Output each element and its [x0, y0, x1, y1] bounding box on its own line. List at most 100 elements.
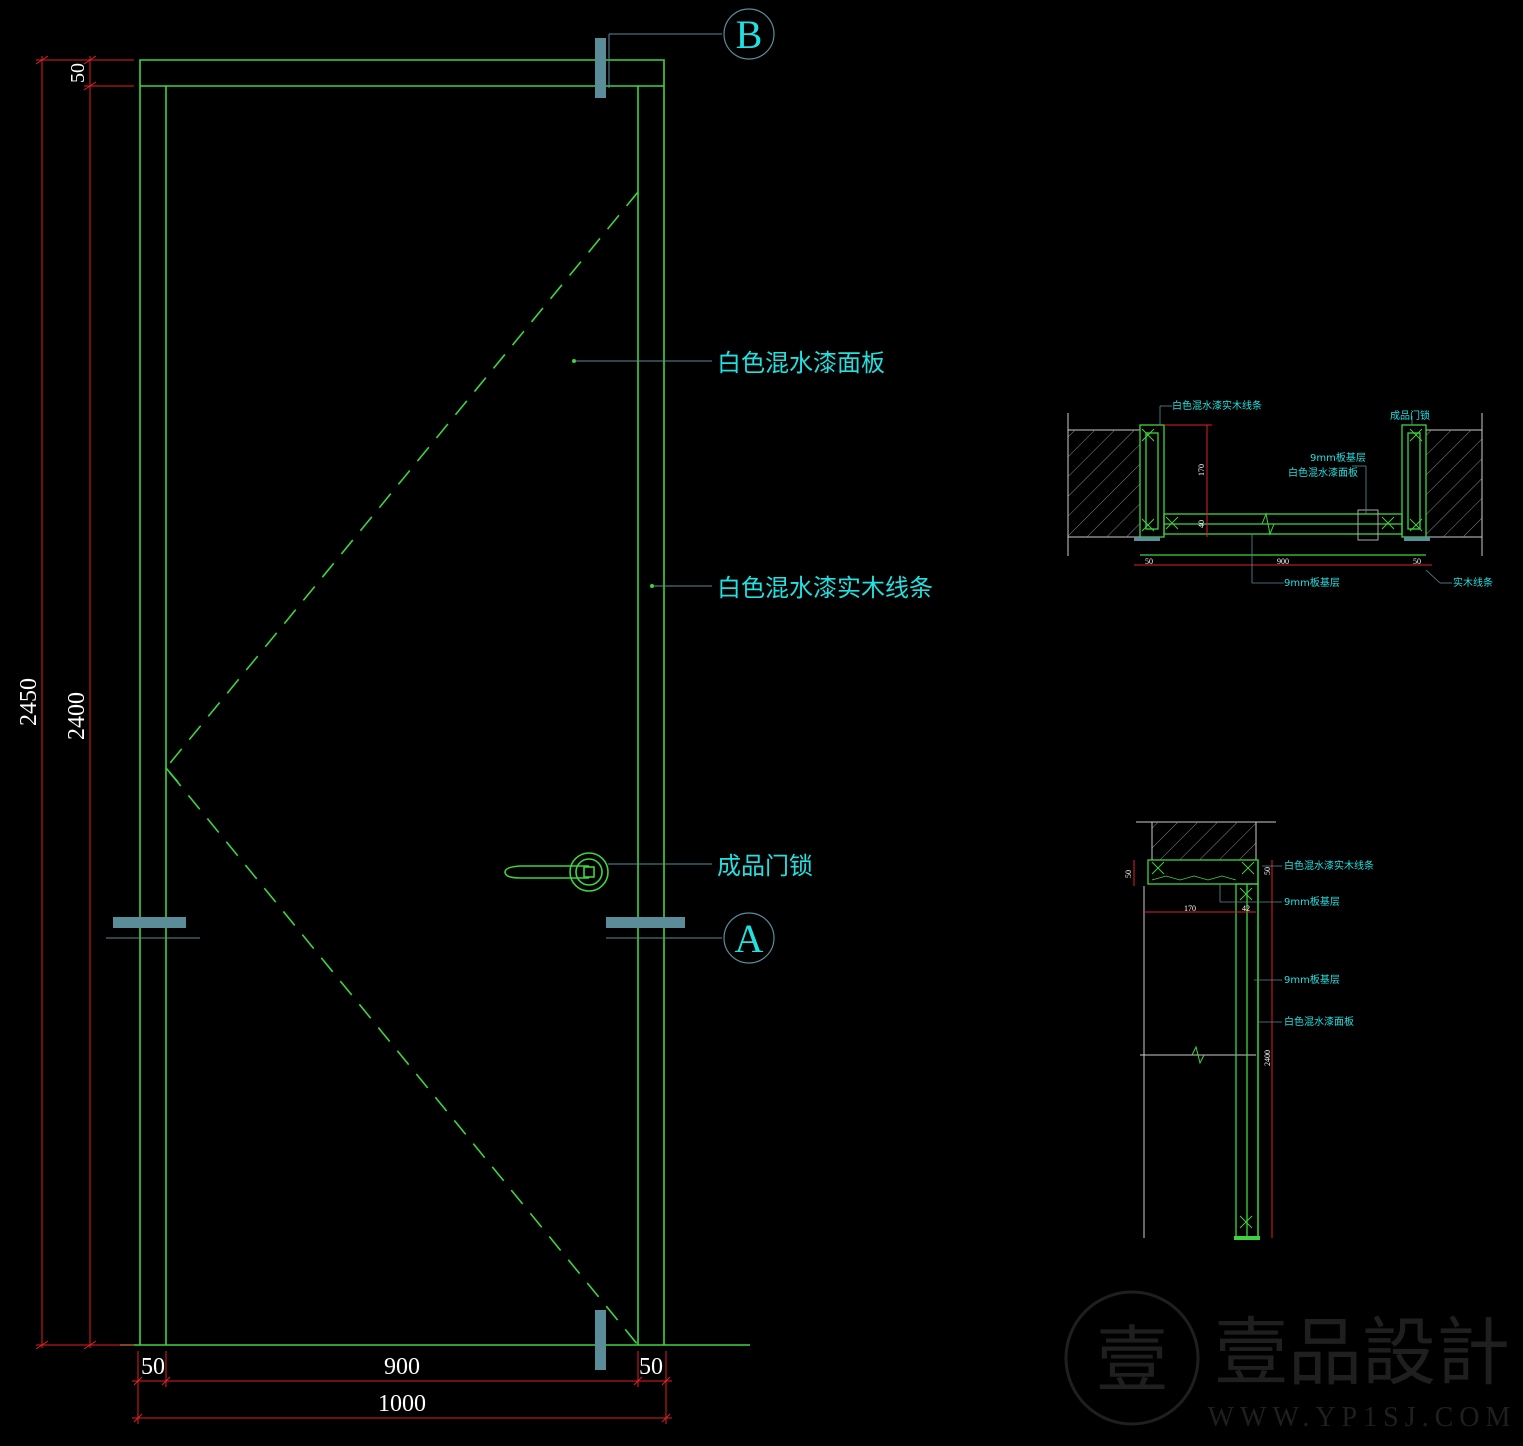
leaf-outline — [165, 85, 639, 1345]
plan-label-bottom-base: 9mm板基层 — [1284, 576, 1340, 589]
marker-a-circle — [723, 912, 775, 964]
plan-x-5b — [1409, 428, 1423, 442]
dim-right-frame: 50 — [639, 1354, 663, 1380]
lock-rose-inner — [575, 858, 603, 886]
door-elevation — [120, 59, 750, 1346]
vsec-board — [1151, 875, 1237, 881]
label-panel: 白色混水漆面板 — [717, 349, 885, 377]
vsec-dim-thick: 42 — [1242, 904, 1250, 913]
lock-lever — [504, 865, 589, 879]
section-marker-a: A — [723, 912, 775, 964]
plan-label-top-left: 白色混水漆实木线条 — [1172, 399, 1262, 412]
dim-total-width: 1000 — [378, 1391, 426, 1417]
plan-x-6b — [1141, 428, 1155, 442]
hinge-mid-left — [113, 917, 186, 928]
tick-9 — [661, 1376, 671, 1386]
plan-label-mid-base: 9mm板基层 — [1310, 451, 1366, 464]
hinge-bottom — [595, 1310, 606, 1370]
dim-leaf-width: 900 — [384, 1354, 420, 1380]
watermark-url: WWW.YP1SJ.COM — [1208, 1402, 1517, 1433]
tick-6 — [133, 1376, 143, 1386]
plan-x-1b — [1141, 518, 1155, 532]
vsec-label-base-top: 9mm板基层 — [1284, 895, 1340, 908]
plan-dim-depth-text: 170 — [1197, 464, 1206, 476]
tick-8 — [633, 1376, 643, 1386]
hinge-lines — [106, 33, 722, 939]
vsec-label-base: 9mm板基层 — [1284, 973, 1340, 986]
vsec-wall-hatch — [1152, 822, 1256, 860]
plan-dim-width: 900 — [1277, 557, 1289, 566]
vsec-frame — [1147, 859, 1259, 1239]
vsec-leaders — [1219, 865, 1282, 1023]
lock-cylinder — [583, 866, 595, 878]
plan-hinge-left — [1134, 537, 1160, 541]
vertical-section: 50 50 170 42 2400 白色混水漆实木线条 9mm板基层 9mm板基… — [1124, 821, 1374, 1240]
dim-left-frame: 50 — [141, 1354, 165, 1380]
dim-total-height: 2450 — [16, 678, 42, 726]
vsec-break-mark — [1191, 1045, 1205, 1065]
dim-top-frame: 50 — [67, 63, 89, 83]
dimensions — [35, 55, 672, 1424]
plan-wall-right — [1426, 430, 1482, 537]
vsec-dim-height-text: 2400 — [1263, 1050, 1272, 1066]
plan-dims — [1134, 424, 1432, 566]
vsec-x-4b — [1239, 1215, 1253, 1229]
vsec-label-panel: 白色混水漆面板 — [1284, 1015, 1354, 1028]
tick-3 — [83, 81, 97, 91]
vsec-x-2b — [1241, 861, 1255, 875]
lock-rose-outer — [569, 852, 609, 892]
marker-b-text: B — [736, 12, 763, 57]
tick-7 — [161, 1376, 171, 1386]
label-trim: 白色混水漆实木线条 — [717, 574, 933, 602]
plan-labels: 白色混水漆实木线条 成品门锁 9mm板基层 白色混水漆面板 9mm板基层 实木线… — [1172, 399, 1493, 589]
plan-x-2b — [1165, 516, 1179, 530]
plan-dim-texts: 50 900 50 170 40 — [1145, 464, 1421, 566]
leader-dots — [572, 359, 654, 588]
plan-leaders — [1159, 405, 1452, 584]
swing-line — [164, 191, 639, 1346]
vsec-labels: 白色混水漆实木线条 9mm板基层 9mm板基层 白色混水漆面板 — [1284, 859, 1374, 1028]
watermark: 壹 壹品設計 WWW.YP1SJ.COM — [1064, 1290, 1517, 1433]
plan-blocks — [1141, 428, 1423, 532]
tick-11 — [661, 1413, 671, 1423]
section-marker-b: B — [723, 8, 775, 60]
door-lock — [504, 852, 609, 892]
vsec-dim-texts: 50 50 170 42 2400 — [1124, 867, 1272, 1066]
vsec-x-1b — [1151, 861, 1165, 875]
plan-label-top-right: 成品门锁 — [1390, 409, 1430, 422]
plan-dim-left: 50 — [1145, 557, 1153, 566]
plan-lock — [1357, 509, 1379, 541]
hinges — [113, 38, 685, 1370]
watermark-name: 壹品設計 — [1214, 1310, 1510, 1396]
plan-hinge-right — [1404, 537, 1430, 541]
vsec-blocks — [1151, 861, 1255, 1229]
tick-4 — [35, 1340, 49, 1350]
leader-dot-panel — [572, 359, 576, 363]
dim-leaf-height: 2400 — [64, 692, 90, 740]
dimension-texts: 2450 2400 50 50 900 50 1000 — [16, 63, 663, 1417]
hinge-top — [595, 38, 606, 98]
hinge-mid-right — [606, 917, 685, 928]
label-lock: 成品门锁 — [717, 852, 813, 880]
marker-a-text: A — [735, 916, 764, 961]
plan-section: 50 900 50 170 40 白色混水漆实木线条 成品门锁 9mm板基层 白… — [1067, 399, 1493, 589]
tick-5 — [83, 1340, 97, 1350]
tick-10 — [133, 1413, 143, 1423]
vsec-dim-depth-text: 170 — [1184, 904, 1196, 913]
plan-leader-5d — [1425, 569, 1441, 584]
plan-label-bottom-trim: 实木线条 — [1453, 576, 1493, 589]
frame-outline — [139, 59, 665, 1345]
vsec-x-3b — [1239, 887, 1253, 901]
plan-dim-thick: 40 — [1197, 520, 1206, 528]
plan-break-mark — [1261, 512, 1275, 536]
plan-wall-left — [1068, 430, 1140, 537]
vsec-dim-top-right: 50 — [1263, 867, 1272, 875]
vsec-label-trim: 白色混水漆实木线条 — [1284, 859, 1374, 872]
tick-1 — [35, 55, 49, 65]
vsec-dim-top-text: 50 — [1124, 870, 1133, 878]
watermark-seal — [1064, 1290, 1200, 1426]
leader-dot-trim — [650, 584, 654, 588]
watermark-seal-text: 壹 — [1096, 1318, 1168, 1402]
